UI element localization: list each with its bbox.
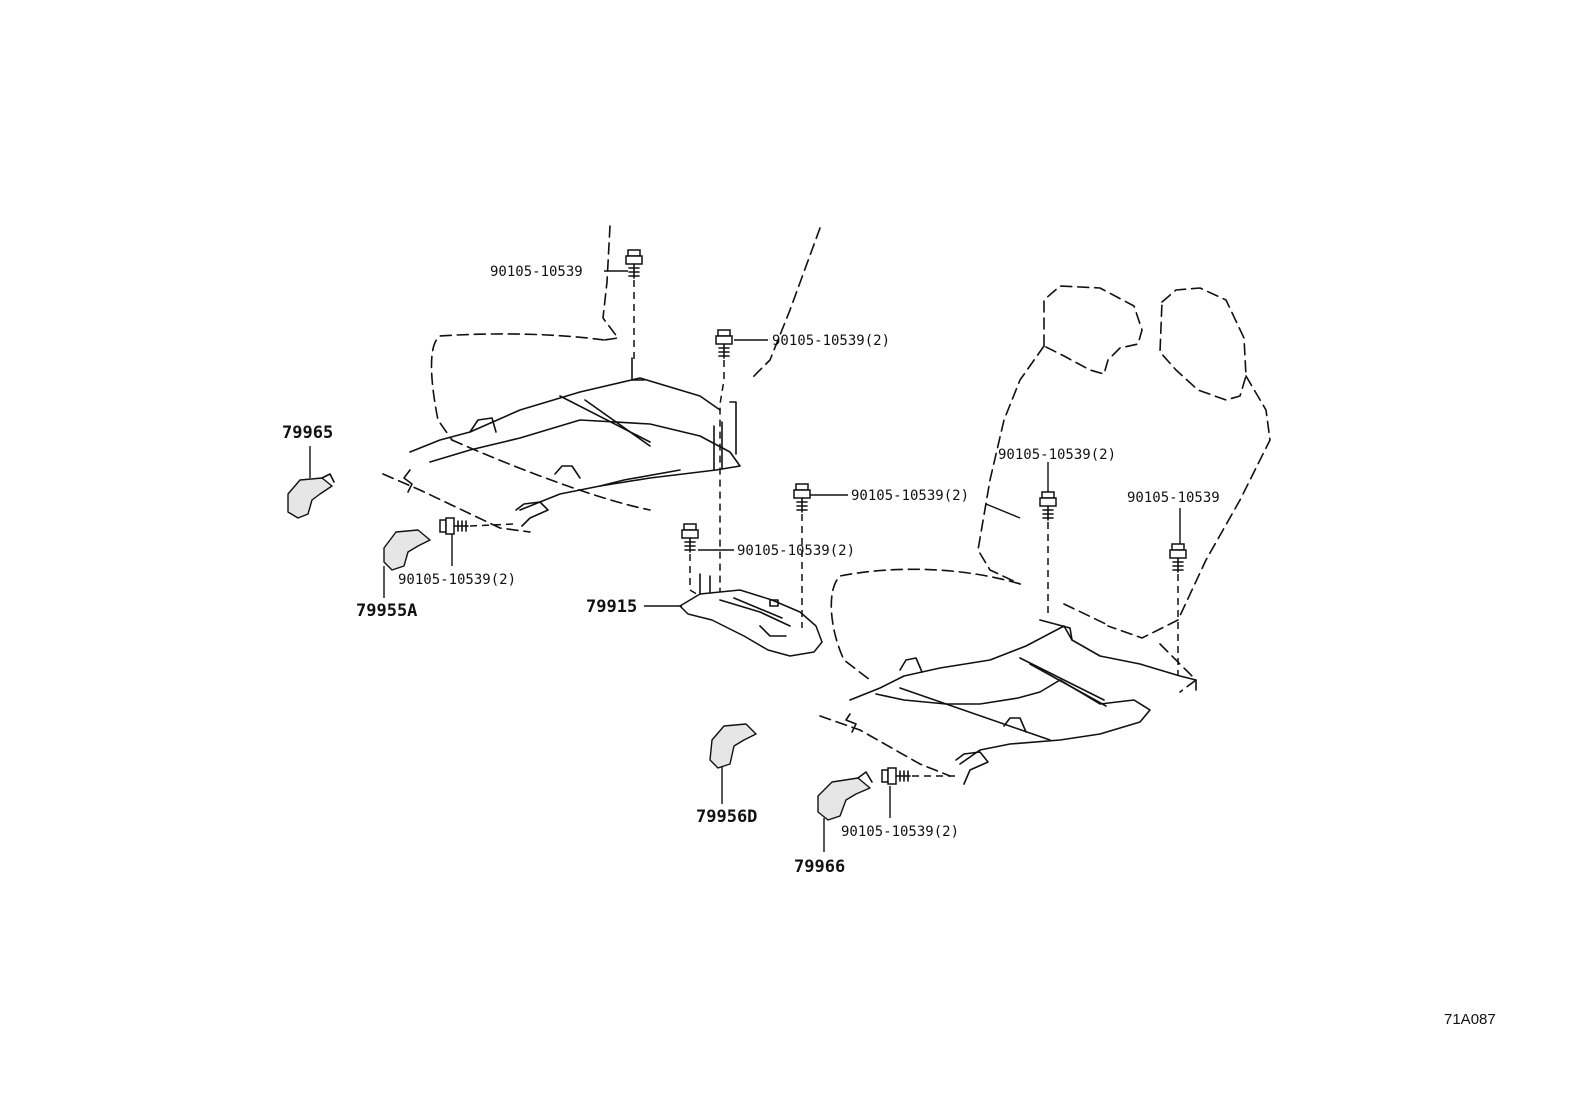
bolt-icon-left-lower — [439, 517, 469, 535]
bolt-icon-bottom-right — [881, 767, 911, 785]
part-label-79915: 79915 — [586, 597, 637, 617]
callout-bolt-bottom-right: 90105-10539(2) — [841, 824, 959, 840]
bolt-icon-top — [625, 249, 643, 279]
bolt-icon-center-right — [793, 483, 811, 513]
callout-labels: 90105-10539 90105-10539(2) 90105-10539(2… — [398, 264, 1220, 840]
bolt-icon-seat-mid — [1039, 491, 1057, 521]
part-number-labels: 79965 79955A 79915 79956D 79966 — [282, 423, 845, 877]
callout-bolt-top: 90105-10539 — [490, 264, 583, 280]
cover-79966 — [817, 771, 873, 821]
bolt-icon-center-lower — [681, 523, 699, 553]
cover-79955a — [383, 529, 431, 571]
callout-bolt-center-lower: 90105-10539(2) — [737, 543, 855, 559]
right-seat-outline — [819, 285, 1271, 777]
cover-79965 — [287, 473, 335, 519]
part-label-79965: 79965 — [282, 423, 333, 443]
callout-bolt-left-lower: 90105-10539(2) — [398, 572, 516, 588]
callout-bolt-upper-center: 90105-10539(2) — [772, 333, 890, 349]
part-label-79955a: 79955A — [356, 601, 417, 621]
drawing-id: 71A087 — [1444, 1011, 1496, 1028]
assembly-lines — [469, 280, 1179, 777]
left-seat-frame — [403, 357, 741, 527]
part-label-79966: 79966 — [794, 857, 845, 877]
callout-bolt-center-right: 90105-10539(2) — [851, 488, 969, 504]
part-label-79956d: 79956D — [696, 807, 757, 827]
bolt-icon-seat-right — [1169, 543, 1187, 573]
center-bracket-79915 — [679, 573, 823, 657]
leader-lines — [309, 270, 1181, 852]
bolt-icon-upper-center — [715, 329, 733, 359]
callout-bolt-seat-right: 90105-10539 — [1127, 490, 1220, 506]
cover-79956d — [709, 723, 757, 769]
right-seat-frame — [845, 619, 1197, 785]
callout-bolt-seat-mid: 90105-10539(2) — [998, 447, 1116, 463]
left-seat-outline — [382, 225, 821, 533]
